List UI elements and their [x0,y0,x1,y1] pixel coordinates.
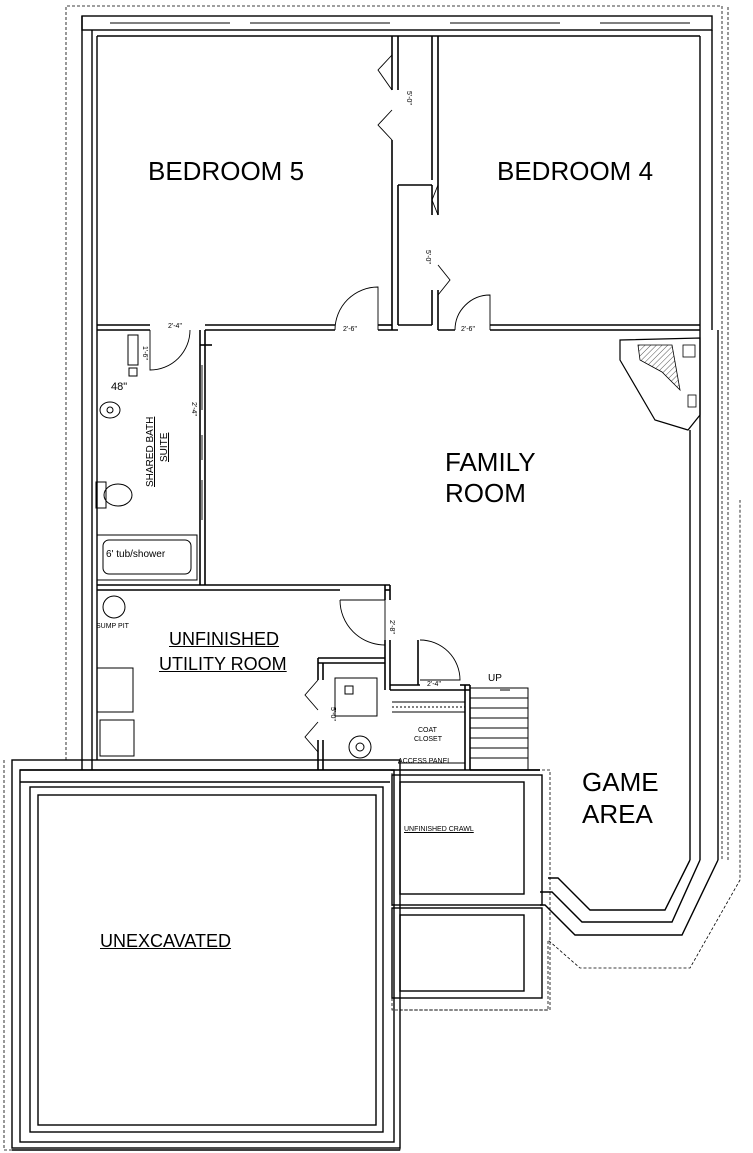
tub-shower-label: 6' tub/shower [106,549,166,560]
coat-closet-shelf [392,701,465,764]
dimension-utility-closet: 5'-0" [329,707,336,721]
game-area-label-line2: AREA [582,799,653,829]
bedroom-5-label: BEDROOM 5 [148,156,305,186]
utility-room-label-line2: UTILITY ROOM [159,654,287,674]
bath-fixtures [95,334,198,581]
sump-pit-label: SUMP PIT [96,623,129,630]
door-swings [149,54,491,753]
utility-room-label-line1: UNFINISHED [169,629,280,649]
coat-closet-label-line1: COAT [418,727,437,734]
coat-closet-label-line2: CLOSET [414,736,443,743]
game-area-label-line1: GAME [582,767,659,797]
vanity-dimension-label: 48" [111,381,128,393]
bath-label-line2: SUITE [159,432,170,462]
bedroom-4-label: BEDROOM 4 [497,156,654,186]
crawl-label: UNFINISHED CRAWL [404,826,474,833]
dimension-bedroom5-door: 2'-6" [343,326,357,333]
stairs [469,687,529,771]
dimension-bath-pocket: 2'-4" [190,402,197,416]
dimension-closet-lower: 5'-0" [424,250,431,264]
fireplace-icon [619,337,701,431]
lower-foundation [11,759,543,1151]
dimension-bath-door: 2'-4" [168,323,182,330]
family-room-label-line1: FAMILY [445,447,536,477]
unexcavated-label: UNEXCAVATED [100,931,232,951]
bath-label-line1: SHARED BATH [145,416,156,487]
dimension-utility-door: 2'-8" [388,620,395,634]
family-room-label-line2: ROOM [445,478,526,508]
dimension-coat-closet-door: 2'-4" [427,681,441,688]
access-panel-label: ACCESS PANEL [398,758,452,765]
dimension-bath-closet: 1'-6" [141,346,148,360]
utility-fixtures [96,595,378,759]
stairs-up-label: UP [488,673,502,684]
interior-walls [20,36,700,783]
dimension-closet-upper: 5'-0" [405,91,412,105]
dimension-bedroom4-door: 2'-6" [461,326,475,333]
foundation-walls [81,15,719,936]
